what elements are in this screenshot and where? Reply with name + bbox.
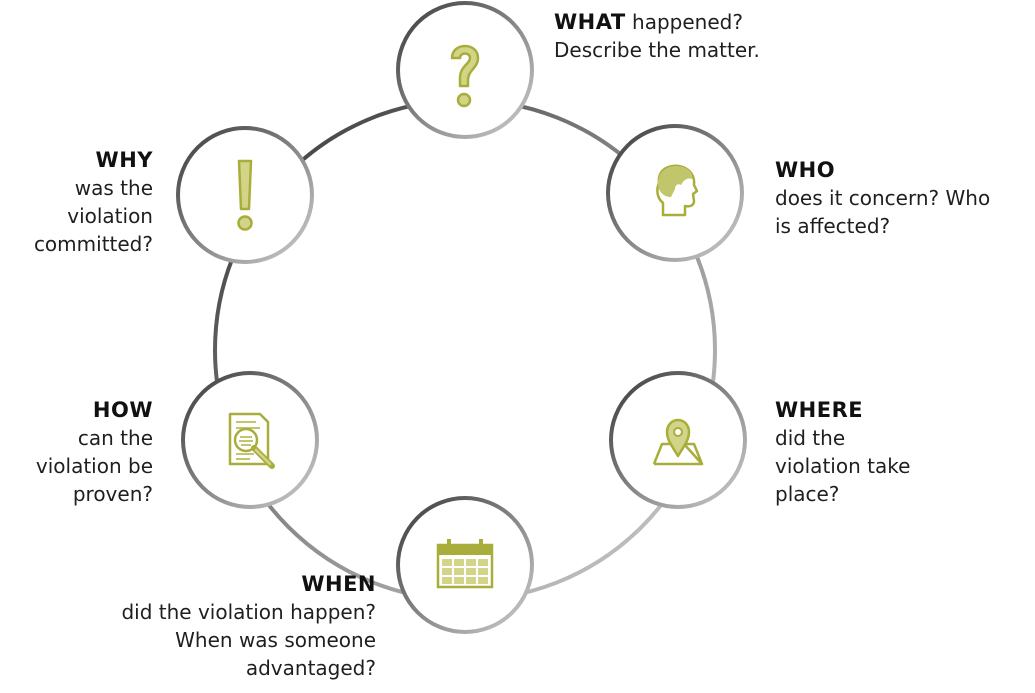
text-when-line-2: When was someone <box>175 628 376 652</box>
heading-how: HOW <box>92 398 153 422</box>
heading-why: WHY <box>95 148 153 172</box>
heading-where: WHERE <box>775 398 864 422</box>
label-what: WHAT happened? Describe the matter. <box>554 8 760 64</box>
text-who-line-2: is affected? <box>775 214 891 238</box>
node-who <box>606 124 744 262</box>
text-where-line-2: violation take <box>775 454 911 478</box>
node-why <box>176 126 314 264</box>
label-why: WHY was the violation committed? <box>34 146 153 258</box>
exclamation-mark-icon <box>237 159 253 231</box>
text-why-line-3: committed? <box>33 232 153 256</box>
label-who: WHO does it concern? Who is affected? <box>775 156 990 240</box>
document-magnifier-icon <box>228 412 275 469</box>
question-mark-icon <box>450 44 480 108</box>
heading-when: WHEN <box>301 572 376 596</box>
head-profile-icon <box>656 164 699 217</box>
text-how-line-2: violation be <box>35 454 153 478</box>
text-where-line-3: place? <box>775 482 840 506</box>
label-how: HOW can the violation be proven? <box>36 396 153 508</box>
text-what-line-1: Describe the matter. <box>554 38 760 62</box>
text-what-inline: happened? <box>632 10 743 34</box>
text-how-line-3: proven? <box>72 482 153 506</box>
node-where <box>609 371 747 509</box>
text-when-line-3: advantaged? <box>245 656 376 680</box>
text-when-line-1: did the violation happen? <box>121 600 376 624</box>
map-pin-icon <box>652 418 704 466</box>
label-where: WHERE did the violation take place? <box>775 396 910 508</box>
calendar-icon <box>436 539 494 589</box>
heading-who: WHO <box>775 158 836 182</box>
heading-what: WHAT <box>554 10 626 34</box>
text-who-line-1: does it concern? Who <box>775 186 991 210</box>
text-where-line-1: did the <box>775 426 846 450</box>
label-when: WHEN did the violation happen? When was … <box>121 570 376 682</box>
text-why-line-1: was the <box>74 176 153 200</box>
node-how <box>181 371 319 509</box>
text-how-line-1: can the <box>77 426 153 450</box>
node-when <box>396 496 534 634</box>
node-what <box>396 1 534 139</box>
text-why-line-2: violation <box>67 204 153 228</box>
